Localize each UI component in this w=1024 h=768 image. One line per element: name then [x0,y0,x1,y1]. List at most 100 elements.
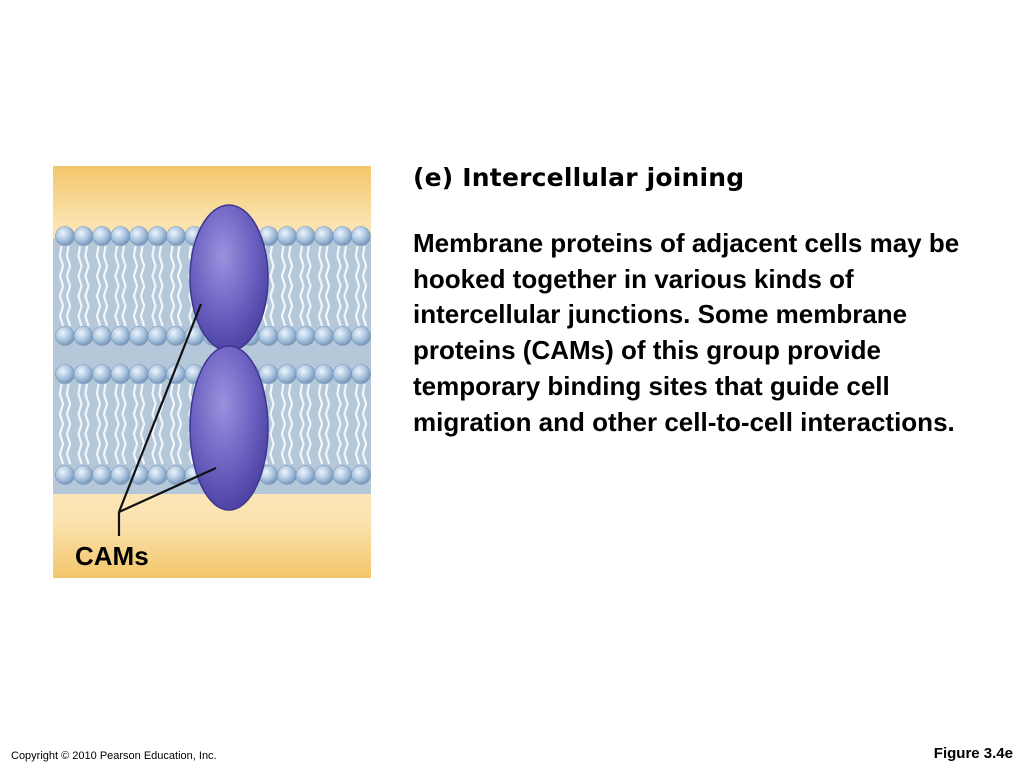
lipid-tail [158,245,164,327]
phospholipid-head [277,465,297,485]
lipid-tail [280,383,287,465]
phospholipid-head [314,326,334,346]
phospholipid-head [55,364,75,384]
phospholipid-head [73,326,94,346]
lipid-tail [158,383,164,465]
lipid-tail [151,383,157,465]
lipid-tail [121,383,127,465]
lipid-tail [77,383,83,465]
lipid-tail [324,383,331,465]
phospholipid-head [110,226,131,246]
phospholipid-head [332,226,353,246]
lipid-tail [139,383,146,465]
phospholipid-head [92,326,112,346]
lipid-tail [299,383,305,465]
lipid-tail [269,383,275,465]
lipid-tail [336,245,342,327]
phospholipid-head [147,326,168,346]
lipid-tail [95,383,102,465]
lipid-tail [354,383,361,465]
phospholipid-head [129,364,149,384]
phospholipid-head [110,465,131,485]
phospholipid-head [73,465,94,485]
phospholipid-head [351,326,371,346]
phospholipid-head [92,364,112,384]
lipid-tail [65,383,72,465]
copyright-notice: Copyright © 2010 Pearson Education, Inc. [11,750,217,762]
lipid-tail [287,245,294,327]
phospholipid-head [92,226,112,246]
cams-label: CAMs [75,541,149,571]
phospholipid-head [92,465,112,485]
lipid-tail [102,383,109,465]
phospholipid-head [314,465,334,485]
lipid-tail [361,245,368,327]
phospholipid-head [55,465,75,485]
lipid-tail [151,245,157,327]
phospholipid-head [351,465,371,485]
lipid-tail [361,383,368,465]
phospholipid-head [129,226,149,246]
cams-leader-lines [117,303,217,536]
lipid-tail [306,245,312,327]
lipid-tail [58,383,65,465]
lipid-tail [176,245,183,327]
lipid-tail [139,245,146,327]
lipid-tail [102,245,109,327]
phospholipid-head [332,465,353,485]
phospholipid-head [295,364,316,384]
lipid-tail [84,383,90,465]
lipid-tail [77,245,83,327]
phospholipid-head [277,364,297,384]
lipid-tail [280,245,287,327]
phospholipid-head [166,226,186,246]
membrane-illustration [53,166,371,578]
lipid-tail [132,383,139,465]
lipid-tail [132,245,139,327]
phospholipid-head [277,326,297,346]
figure-description: Membrane proteins of adjacent cells may … [413,228,960,437]
lipid-tail [169,383,176,465]
lipid-tail [269,245,275,327]
lipid-tail [324,245,331,327]
cam-protein-top [189,204,269,352]
phospholipid-head [258,326,279,346]
phospholipid-head [55,326,75,346]
lipid-tail [84,245,90,327]
phospholipid-head [73,226,94,246]
phospholipid-head [295,465,316,485]
lipid-tail [176,383,183,465]
phospholipid-head [166,465,186,485]
lipid-tail [287,383,294,465]
phospholipid-head [147,226,168,246]
phospholipid-head [351,226,371,246]
figure-title: (e) Intercellular joining [413,163,745,192]
lipid-tail [306,383,312,465]
figure-reference: Figure 3.4e [933,745,1013,762]
phospholipid-head [314,364,334,384]
lipid-tail [114,383,120,465]
phospholipid-head [129,326,149,346]
phospholipid-head [332,326,353,346]
lipid-tail [317,245,324,327]
lipid-tail [169,245,176,327]
cam-protein-bottom [189,345,269,511]
phospholipid-head [314,226,334,246]
lipid-heads [55,226,371,485]
phospholipid-head [110,364,131,384]
lipid-tail [65,245,72,327]
phospholipid-head [147,465,168,485]
lipid-tail [336,383,342,465]
lipid-tail [95,245,102,327]
phospholipid-head [295,326,316,346]
phospholipid-head [332,364,353,384]
phospholipid-head [147,364,168,384]
phospholipid-head [351,364,371,384]
lipid-tail [58,245,65,327]
phospholipid-head [258,364,279,384]
phospholipid-head [110,326,131,346]
phospholipid-head [166,326,186,346]
phospholipid-head [277,226,297,246]
phospholipid-head [295,226,316,246]
lipid-tail [299,245,305,327]
